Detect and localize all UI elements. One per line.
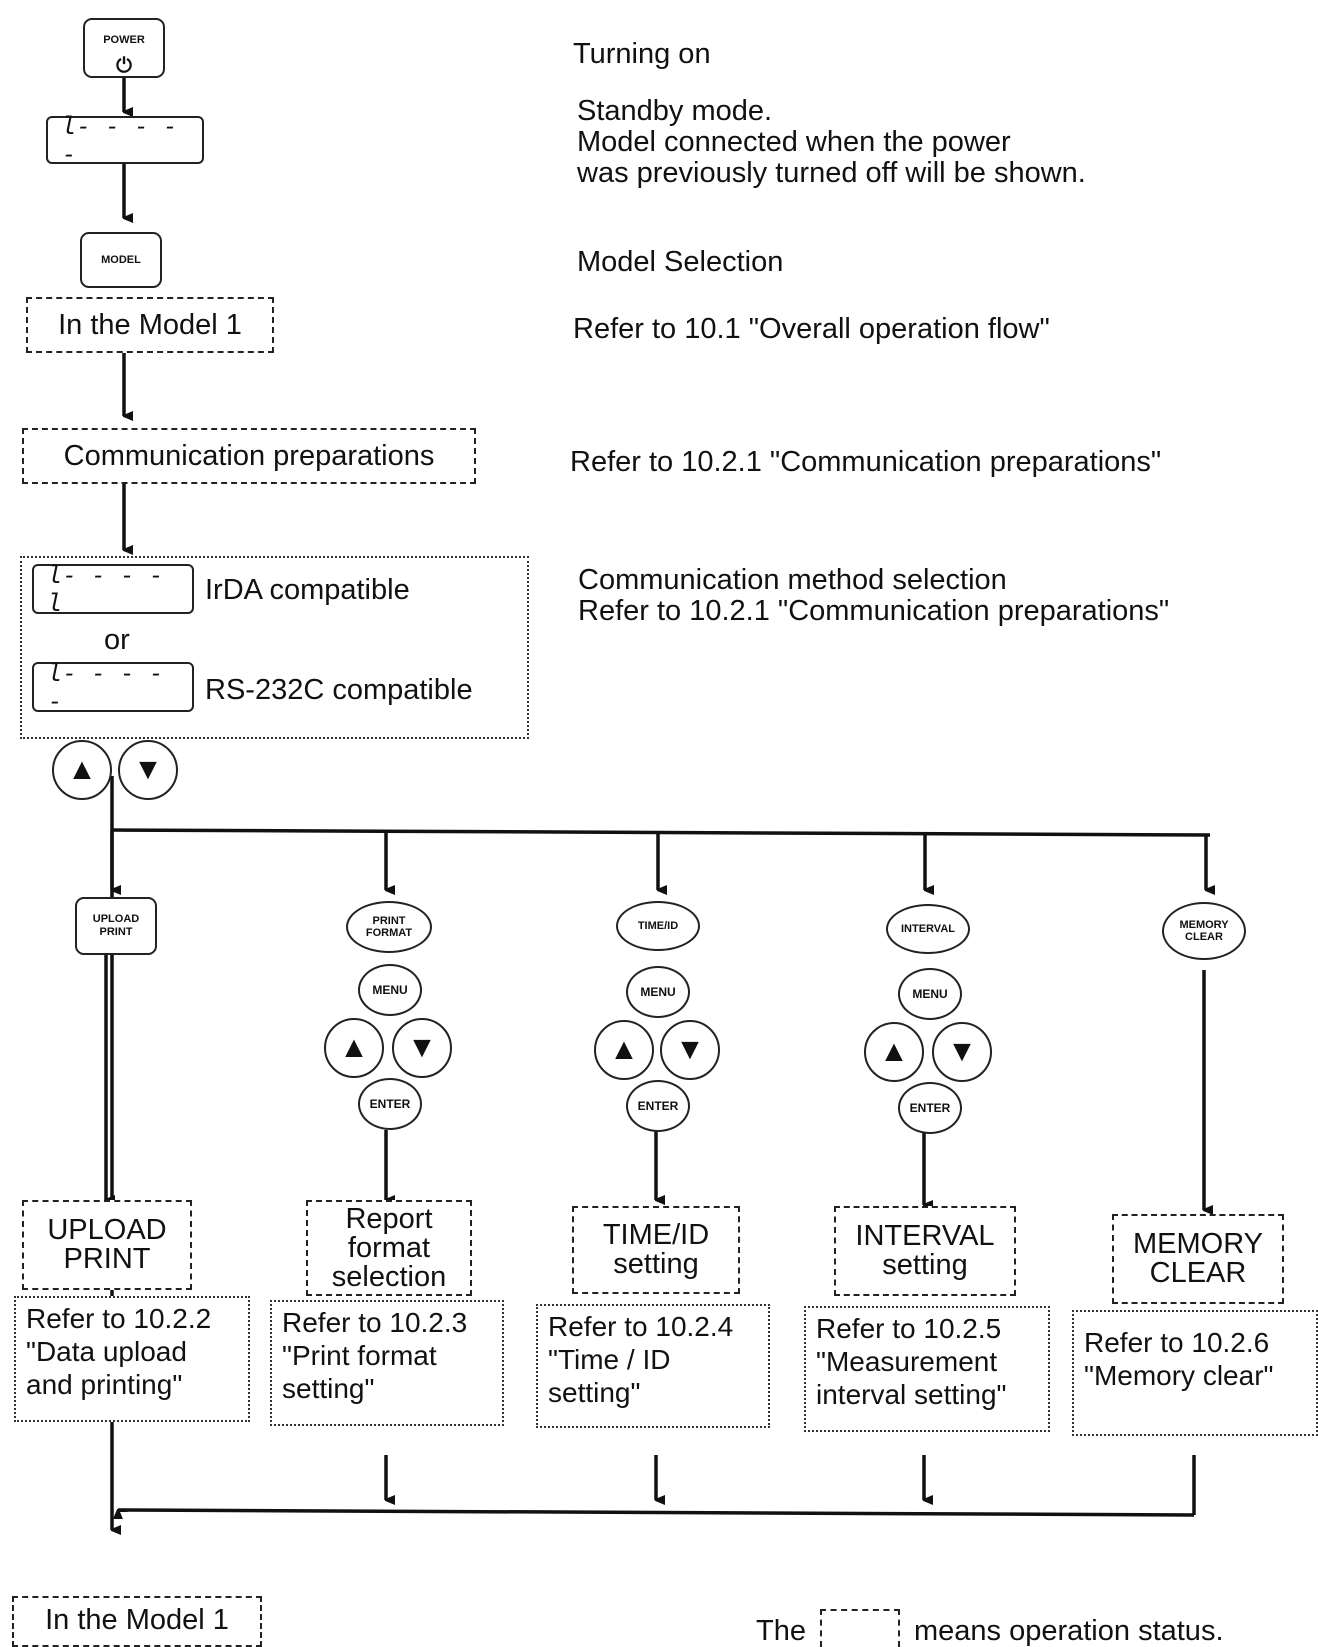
print-format-key-label: PRINT FORMAT [365,915,413,939]
up-arrow-key-print-format[interactable]: ▲ [324,1018,384,1078]
up-triangle-icon: ▲ [879,1035,909,1068]
up-triangle-icon: ▲ [609,1033,639,1066]
power-key-label: POWER ⏻ [103,33,145,77]
rs232c-compatible-label: RS-232C compatible [205,674,473,706]
upload-print-key[interactable]: UPLOAD PRINT [75,897,157,955]
menu-key-print-format[interactable]: MENU [358,964,422,1016]
print-format-key[interactable]: PRINT FORMAT [346,901,432,953]
power-icon: ⏻ [116,54,132,77]
box-upload-print: UPLOAD PRINT [22,1200,192,1290]
lcd-irda-display: l- - - - l [32,561,194,617]
menu-key-interval[interactable]: MENU [898,968,962,1020]
enter-key-interval[interactable]: ENTER [898,1082,962,1134]
upload-print-key-label: UPLOAD PRINT [92,913,140,938]
enter-key-print-format-label: ENTER [369,1097,411,1111]
menu-key-time-id-label: MENU [640,985,676,999]
irda-compatible-label: IrDA compatible [205,574,410,606]
down-arrow-key-interval[interactable]: ▼ [932,1022,992,1082]
time-id-key-label: TIME/ID [637,920,679,932]
interval-key[interactable]: INTERVAL [886,904,970,954]
down-arrow-key-time-id[interactable]: ▼ [660,1020,720,1080]
box-communication-preparations-label: Communication preparations [63,439,435,472]
comm-method-selection-box: l- - - - l IrDA compatible or l- - - - -… [20,556,529,739]
box-in-model-1-top: In the Model 1 [26,297,274,353]
box-communication-preparations: Communication preparations [22,428,476,484]
ref-interval: Refer to 10.2.5 "Measurement interval se… [804,1306,1050,1432]
note-turning-on: Turning on [573,38,711,70]
box-in-model-1-bottom: In the Model 1 [12,1596,262,1647]
down-triangle-icon: ▼ [133,753,163,786]
note-comm-method: Communication method selection Refer to … [578,564,1170,627]
time-id-key[interactable]: TIME/ID [616,901,700,951]
box-in-model-1-top-label: In the Model 1 [58,308,242,341]
up-triangle-icon: ▲ [339,1031,369,1064]
interval-key-label: INTERVAL [901,923,955,935]
down-triangle-icon: ▼ [947,1035,977,1068]
lcd-rs232c-display: l- - - - - [32,659,194,715]
memory-clear-key-label: MEMORY CLEAR [1179,919,1229,943]
enter-key-print-format[interactable]: ENTER [358,1078,422,1130]
ref-memory-clear: Refer to 10.2.6 "Memory clear" [1072,1310,1318,1436]
note-refer-overall: Refer to 10.1 "Overall operation flow" [573,313,1050,345]
box-time-id-setting: TIME/ID setting [572,1206,740,1294]
enter-key-time-id[interactable]: ENTER [626,1080,690,1132]
lcd-rs232c-text: l- - - - - [48,659,164,715]
or-label: or [104,624,130,656]
box-memory-clear-label: MEMORY CLEAR [1133,1228,1263,1289]
note-refer-comm: Refer to 10.2.1 "Communication preparati… [570,446,1162,478]
power-key[interactable]: POWER ⏻ [83,18,165,78]
box-time-id-setting-label: TIME/ID setting [602,1219,710,1280]
box-in-model-1-bottom-label: In the Model 1 [45,1604,229,1636]
box-upload-print-label: UPLOAD PRINT [47,1214,167,1275]
down-triangle-icon: ▼ [675,1033,705,1066]
menu-key-print-format-label: MENU [372,983,408,997]
ref-data-upload: Refer to 10.2.2 "Data upload and printin… [14,1296,250,1422]
enter-key-time-id-label: ENTER [637,1099,679,1113]
ref-time-id: Refer to 10.2.4 "Time / ID setting" [536,1304,770,1428]
note-model-selection: Model Selection [577,246,784,278]
box-report-format-selection-label: Report format selection [331,1202,447,1293]
lcd-standby-text: l- - - - - [62,112,178,168]
ref-print-format: Refer to 10.2.3 "Print format setting" [270,1300,504,1426]
legend-the-label: The [756,1615,806,1647]
box-interval-setting-label: INTERVAL setting [855,1220,995,1281]
memory-clear-key[interactable]: MEMORY CLEAR [1162,902,1246,960]
menu-key-interval-label: MENU [912,987,948,1001]
legend-description: means operation status. [913,1615,1224,1647]
lcd-irda-text: l- - - - l [48,561,164,617]
model-key-label: MODEL [101,253,141,266]
down-triangle-icon: ▼ [407,1031,437,1064]
box-report-format-selection: Report format selection [306,1200,472,1296]
down-arrow-key-print-format[interactable]: ▼ [392,1018,452,1078]
box-memory-clear: MEMORY CLEAR [1112,1214,1284,1304]
up-arrow-key-top[interactable]: ▲ [52,740,112,800]
model-key[interactable]: MODEL [80,232,162,288]
enter-key-interval-label: ENTER [909,1101,951,1115]
up-triangle-icon: ▲ [67,753,97,786]
menu-key-time-id[interactable]: MENU [626,966,690,1018]
box-interval-setting: INTERVAL setting [834,1206,1016,1296]
lcd-standby-display: l- - - - - [46,112,204,168]
up-arrow-key-interval[interactable]: ▲ [864,1022,924,1082]
down-arrow-key-top[interactable]: ▼ [118,740,178,800]
legend-box-sample [819,1609,900,1647]
up-arrow-key-time-id[interactable]: ▲ [594,1020,654,1080]
note-standby-mode: Standby mode. Model connected when the p… [577,95,1086,189]
legend: The means operation status. [756,1604,1224,1647]
